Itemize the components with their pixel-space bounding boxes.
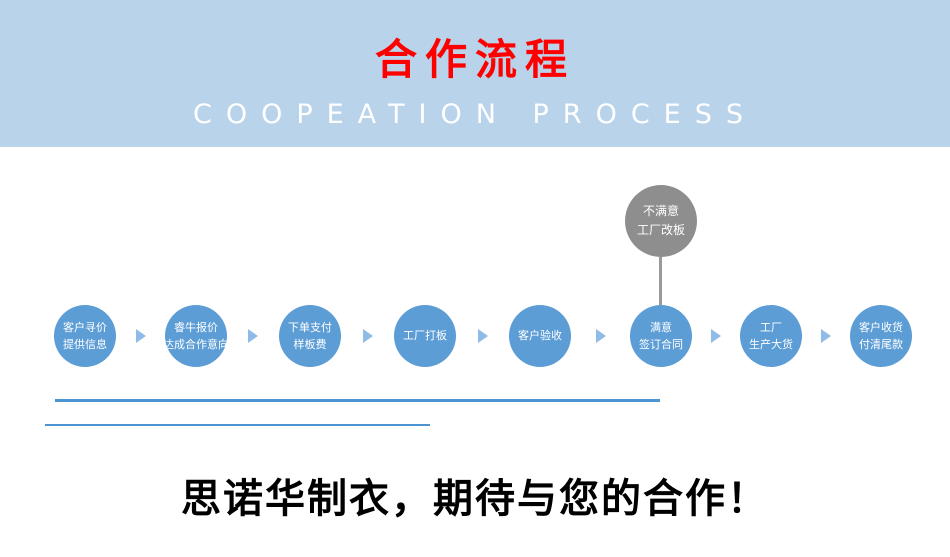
flow-step-acceptance: 客户验收 (509, 305, 571, 367)
arrow-right-icon (478, 329, 488, 343)
flow-step-label: 生产大货 (749, 338, 793, 351)
flow-step-label: 下单支付 (288, 320, 332, 334)
banner-title: 合作流程 (374, 35, 575, 84)
flow-step-label: 满意 (650, 320, 672, 334)
flow-node-reject-label: 工厂改板 (636, 223, 685, 237)
decorative-line-1 (55, 399, 660, 402)
flow-step-label: 客户收货 (859, 320, 903, 334)
flow-step-label: 达成合作意向 (163, 338, 229, 351)
flow-step-delivery: 客户收货 付清尾款 (850, 305, 912, 367)
flow-step-label: 客户验收 (518, 329, 562, 343)
banner: 合作流程 COOPEATION PROCESS (0, 0, 950, 147)
flow-step-label: 签订合同 (639, 338, 683, 351)
arrow-right-icon (248, 329, 258, 343)
flow-node-reject: 不满意 工厂改板 (625, 185, 697, 257)
flow-step-label: 提供信息 (63, 338, 107, 351)
flow-step-label: 样板费 (293, 338, 327, 351)
flow-step-label: 睿牛报价 (174, 320, 218, 334)
flow-step-label: 工厂 (760, 320, 782, 334)
flow-step-label: 付清尾款 (859, 338, 903, 351)
arrow-right-icon (363, 329, 373, 343)
reject-connector-line (659, 257, 662, 305)
banner-subtitle: COOPEATION PROCESS (192, 99, 758, 130)
flow-step-label: 客户寻价 (63, 320, 107, 334)
flow-step-contract: 满意 签订合同 (630, 305, 692, 367)
flow-step-quote: 睿牛报价 达成合作意向 (163, 305, 229, 367)
arrow-right-icon (711, 329, 721, 343)
flow-step-sample: 工厂打板 (394, 305, 456, 367)
arrow-right-icon (596, 329, 606, 343)
flow-node-reject-label: 不满意 (642, 204, 679, 219)
flow-step-label: 工厂打板 (403, 329, 447, 343)
arrow-right-icon (136, 329, 146, 343)
flow-step-inquiry: 客户寻价 提供信息 (54, 305, 116, 367)
flow-step-production: 工厂 生产大货 (740, 305, 802, 367)
flow-step-order-pay: 下单支付 样板费 (279, 305, 341, 367)
arrow-right-icon (821, 329, 831, 343)
decorative-line-2 (45, 424, 430, 426)
footer-slogan: 思诺华制衣，期待与您的合作！ (181, 476, 769, 522)
